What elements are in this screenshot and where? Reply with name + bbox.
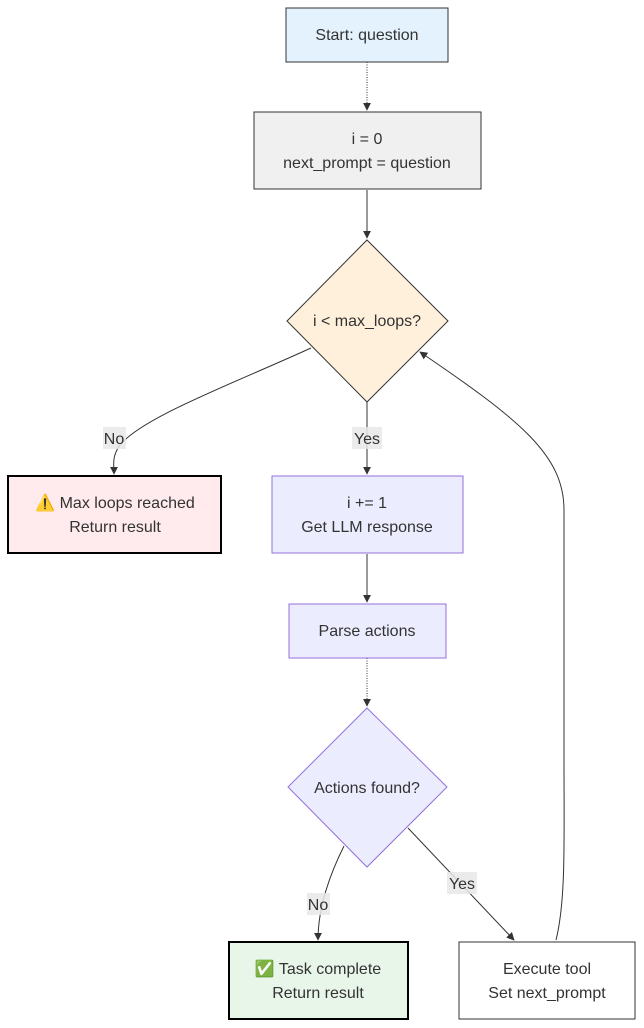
node-complete-line2: Return result	[272, 985, 364, 1002]
node-complete-line1: ✅ Task complete	[255, 959, 381, 978]
node-parse: Parse actions	[288, 603, 447, 659]
node-parse-label: Parse actions	[319, 623, 416, 640]
edge-label-loop-no-text: No	[104, 431, 125, 448]
node-init-line1: i = 0	[352, 131, 383, 148]
node-start: Start: question	[285, 7, 449, 63]
node-actions-check-label: Actions found?	[314, 780, 420, 797]
edge-label-actions-no-text: No	[308, 897, 329, 914]
node-loop-check-label: i < max_loops?	[313, 313, 421, 330]
edge-loop-check-no	[109, 347, 312, 475]
edge-label-actions-yes-text: Yes	[449, 876, 475, 893]
node-execute: Execute tool Set next_prompt	[458, 941, 636, 1020]
node-llm-line2: Get LLM response	[301, 519, 433, 536]
node-execute-line1: Execute tool	[503, 961, 591, 978]
node-max-reached-line2: Return result	[69, 519, 161, 536]
node-loop-check: i < max_loops?	[286, 239, 449, 403]
edge-label-actions-yes: Yes	[447, 872, 477, 894]
node-execute-line2: Set next_prompt	[488, 985, 606, 1002]
node-actions-check: Actions found?	[287, 707, 448, 868]
edges	[109, 62, 565, 941]
node-max-reached-line1: ⚠️ Max loops reached	[35, 493, 195, 512]
edge-label-actions-no: No	[307, 893, 330, 915]
node-complete: ✅ Task complete Return result	[228, 941, 409, 1020]
node-max-reached: ⚠️ Max loops reached Return result	[7, 475, 222, 554]
edge-execute-loop-back	[419, 351, 565, 941]
node-init: i = 0 next_prompt = question	[253, 111, 482, 190]
node-llm: i += 1 Get LLM response	[271, 475, 464, 554]
node-llm-line1: i += 1	[347, 495, 387, 512]
edge-labels: No Yes No Yes	[103, 427, 477, 915]
edge-label-loop-yes: Yes	[352, 427, 382, 449]
node-start-label: Start: question	[315, 27, 418, 44]
edge-label-loop-no: No	[103, 427, 126, 449]
edge-label-loop-yes-text: Yes	[354, 431, 380, 448]
node-init-line2: next_prompt = question	[283, 155, 451, 172]
